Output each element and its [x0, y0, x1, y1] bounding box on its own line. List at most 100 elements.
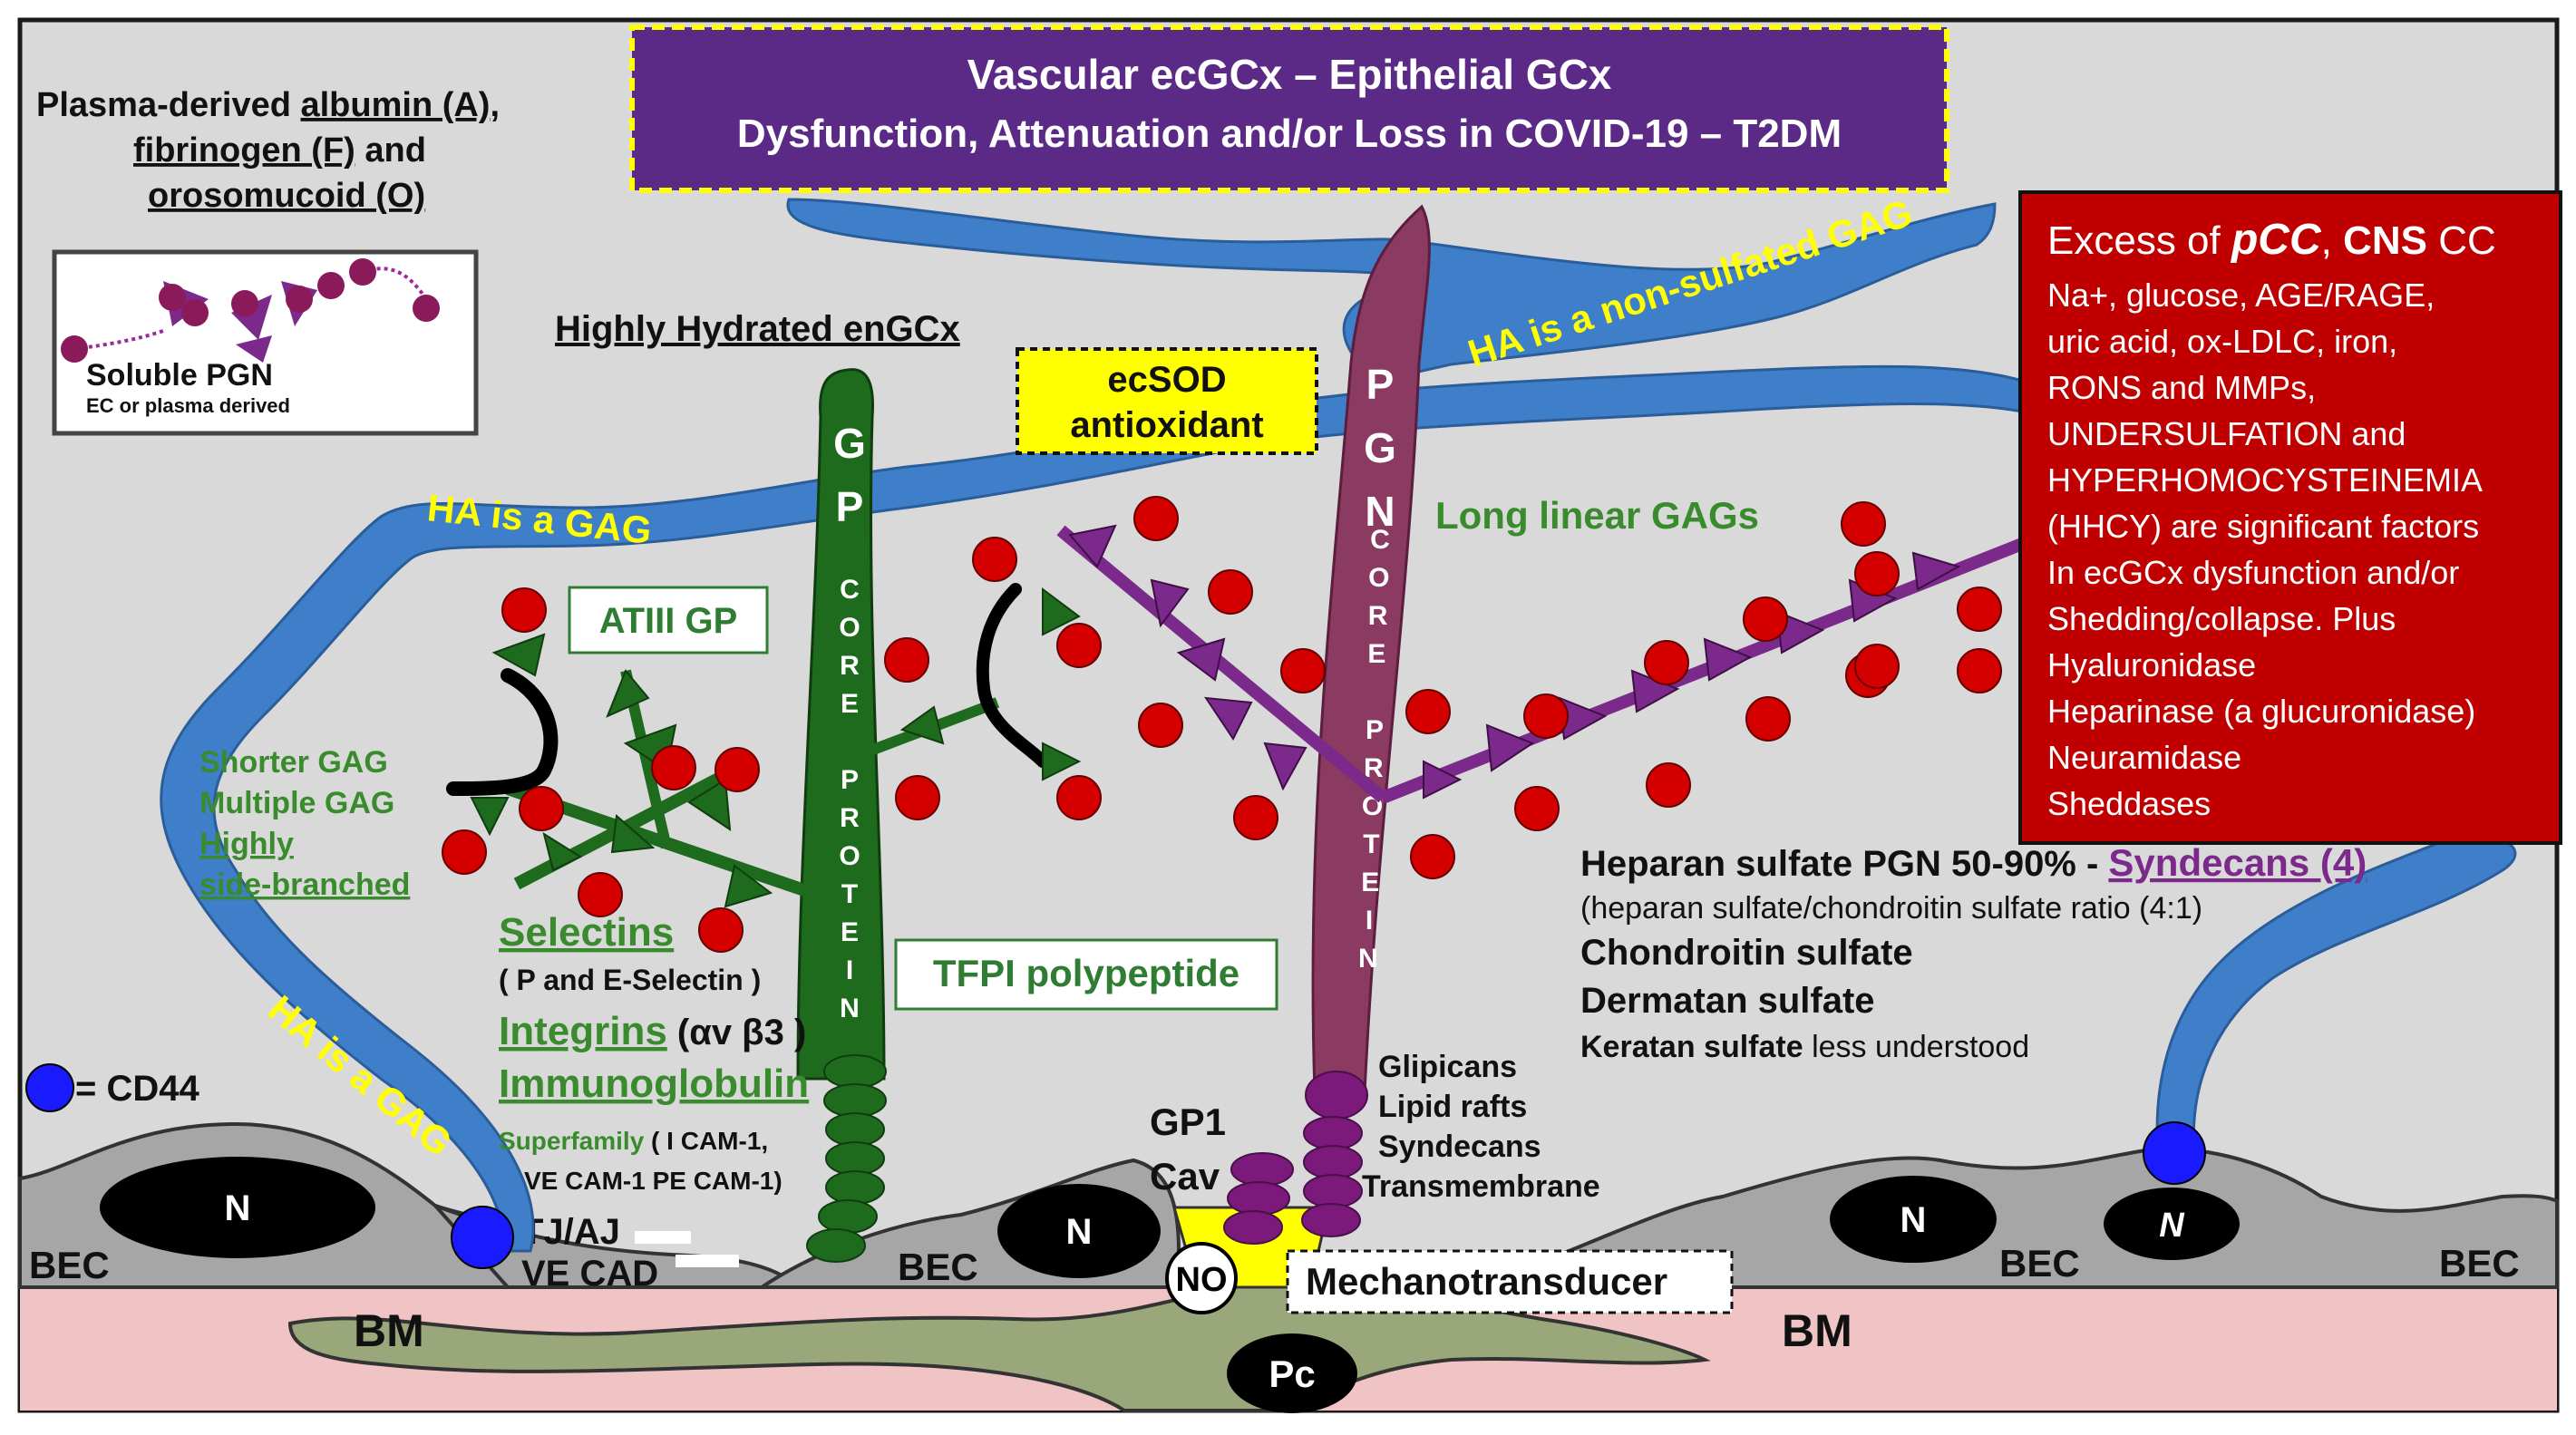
cd44-legend-label: = CD44	[75, 1069, 199, 1109]
plasma-line-2: fibrinogen (F) and	[133, 131, 426, 170]
purple-gag-triangle	[1263, 742, 1307, 791]
gp1-beads	[1223, 1152, 1294, 1245]
red-ball	[1514, 786, 1560, 831]
green-gag-triangle	[610, 814, 656, 854]
core-letter-small: R	[1364, 753, 1384, 783]
excess-lines: Na+, glucose, AGE/RAGE, uric acid, ox-LDL…	[2047, 276, 2483, 822]
shorter-gag-label-2: Multiple GAG	[199, 786, 394, 820]
ecsod-box	[1016, 347, 1318, 455]
title-line-1: Vascular ecGCx – Epithelial GCx	[967, 51, 1612, 98]
long-linear-label: Long linear GAGs	[1435, 494, 1759, 537]
red-ball	[1644, 640, 1689, 685]
cav-label: Cav	[1150, 1155, 1220, 1197]
title-box	[629, 24, 1949, 193]
atiii-box	[568, 586, 769, 654]
soluble-pgn-label: Soluble PGN	[86, 358, 273, 393]
green-gag-red-balls	[442, 537, 1102, 953]
purple-gag-red-balls	[1056, 496, 2002, 879]
core-letter-small: E	[841, 917, 859, 947]
gp1-label: GP1	[1150, 1100, 1226, 1143]
core-letter-big: G	[833, 420, 866, 467]
soluble-pgn-icon	[61, 258, 440, 363]
core-letter-small: N	[840, 994, 860, 1023]
red-ball	[1854, 644, 1900, 689]
keratan-bold: Keratan sulfate	[1580, 1030, 1803, 1064]
core-letter-big: P	[1366, 361, 1395, 408]
nucleus-right-2	[2104, 1188, 2240, 1260]
excess-cns: CNS	[2343, 218, 2427, 263]
bec-label-1: BEC	[29, 1244, 110, 1286]
tfpi-box	[894, 938, 1278, 1011]
immunoglobulin-icam: ( I CAM-1,	[644, 1127, 768, 1155]
heparan-line-4: Dermatan sulfate	[1580, 981, 1875, 1021]
red-ball	[1056, 623, 1102, 668]
tight-junction-bar-2	[676, 1255, 739, 1267]
red-ball	[1854, 551, 1900, 596]
red-ball	[714, 747, 760, 792]
atiii-label: ATIII GP	[599, 601, 738, 641]
core-letter-small: R	[840, 651, 860, 681]
red-ball	[519, 786, 564, 831]
tight-junction-bar-1	[635, 1231, 691, 1244]
red-ball	[578, 872, 623, 917]
excess-line: Sheddases	[2047, 785, 2211, 822]
core-letter-small: E	[841, 689, 859, 719]
integrins-suffix: (αv β3 )	[667, 1013, 806, 1052]
nucleus-center-label: N	[1066, 1212, 1093, 1252]
core-letter-small: T	[841, 879, 858, 909]
heparan-text: Heparan sulfate PGN 50-90% -	[1580, 844, 2108, 884]
red-ball	[1745, 696, 1791, 742]
tfpi-label: TFPI polypeptide	[933, 952, 1239, 994]
excess-line: In ecGCx dysfunction and/or	[2047, 554, 2459, 591]
red-ball	[895, 775, 940, 820]
excess-pcc: pCC	[2230, 216, 2322, 264]
bec-label-2: BEC	[898, 1246, 978, 1288]
membrane-item-3: Syndecans	[1378, 1130, 1541, 1164]
green-gag-triangle	[542, 831, 583, 872]
bm-label-2: BM	[1782, 1305, 1852, 1356]
purple-gag-triangle	[1911, 551, 1961, 591]
heparan-line-3: Chondroitin sulfate	[1580, 933, 1913, 973]
excess-line: (HHCY) are significant factors	[2047, 508, 2479, 545]
red-ball	[1056, 775, 1102, 820]
excess-line: uric acid, ox-LDLC, iron,	[2047, 323, 2397, 360]
red-ball	[1410, 834, 1455, 879]
red-ball	[1957, 587, 2002, 632]
fibrinogen-link: fibrinogen (F)	[133, 131, 355, 170]
pericyte-nucleus	[1227, 1333, 1357, 1413]
core-letter-small: C	[1370, 525, 1390, 555]
immunoglobulin-title: Immunoglobulin	[499, 1062, 809, 1106]
red-ball	[1405, 689, 1451, 734]
heparan-line-2: (heparan sulfate/chondroitin sulfate rat…	[1580, 891, 2202, 926]
keratan-rest: less understood	[1803, 1030, 2030, 1064]
red-ball	[651, 745, 696, 790]
excess-line: UNDERSULFATION and	[2047, 415, 2406, 452]
heparan-line-5: Keratan sulfate less understood	[1580, 1030, 2029, 1064]
ecsod-line-2: antioxidant	[1070, 405, 1263, 445]
green-gag-triangle	[899, 705, 945, 745]
core-letter-small: I	[846, 955, 853, 985]
purple-gag-triangle	[1423, 760, 1463, 800]
core-letter-big: G	[1364, 424, 1396, 471]
mechanotransducer-label: Mechanotransducer	[1306, 1260, 1667, 1303]
plasma-line-1: Plasma-derived albumin (A),	[36, 86, 500, 124]
heparan-line-1: Heparan sulfate PGN 50-90% - Syndecans (…	[1580, 841, 2367, 884]
cd44-right	[2143, 1121, 2206, 1185]
nucleus-right-1	[1830, 1176, 1997, 1263]
integrins-title: Integrins	[499, 1009, 667, 1053]
core-letter-small: O	[839, 613, 860, 643]
excess-line: Na+, glucose, AGE/RAGE,	[2047, 276, 2435, 314]
red-ball	[501, 587, 547, 633]
purple-gag-triangles	[1068, 524, 1961, 800]
purple-gag-triangle	[1150, 578, 1190, 628]
red-ball	[1280, 648, 1326, 693]
core-letter-big: P	[836, 483, 864, 530]
nucleus-left	[100, 1157, 375, 1258]
excess-line: HYPERHOMOCYSTEINEMIA	[2047, 461, 2483, 499]
syndecans-link: Syndecans (4)	[2108, 841, 2367, 884]
immunoglobulin-superfamily: Superfamily	[499, 1127, 645, 1155]
pericyte-label: Pc	[1269, 1353, 1315, 1395]
